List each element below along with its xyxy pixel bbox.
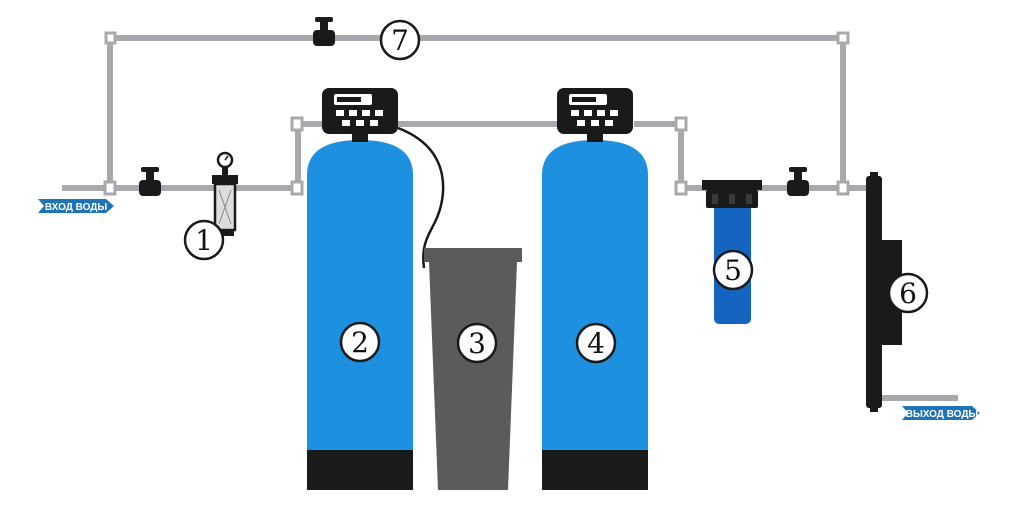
marker-1-text: 1 [195,224,213,257]
marker-6-text: 6 [899,277,917,310]
marker-3-text: 3 [468,327,486,360]
control-valve-2 [322,88,398,134]
prefilter-icon [212,151,238,236]
marker-6: 6 [887,272,929,314]
marker-2-text: 2 [351,326,369,359]
inlet-pipe [62,121,324,191]
outlet-label-text: ВЫХОД ВОДЫ [906,409,979,420]
bypass-pipe [107,35,846,188]
marker-4-text: 4 [587,327,605,360]
filter-tank-4 [542,134,648,490]
pipe-joint [836,31,850,45]
outlet-label: ВЫХОД ВОДЫ [902,406,980,420]
marker-7-text: 7 [391,24,409,57]
brine-tank-3 [424,248,522,490]
marker-3: 3 [456,322,498,364]
marker-4: 4 [575,322,617,364]
inlet-label: ВХОД ВОДЫ [38,199,114,213]
pipe-joint [103,180,117,196]
marker-1: 1 [183,219,225,261]
marker-5: 5 [712,249,754,291]
bypass-valve-icon [313,17,335,46]
marker-2: 2 [339,321,381,363]
pipe-joint [836,180,850,196]
pipe-joint [104,31,117,45]
pipe-joint [674,180,688,196]
pipe-joints [103,31,850,196]
brine-hose [397,126,445,269]
pipe-joint [674,116,688,132]
pipework [62,35,958,401]
pipe-joint [290,116,304,132]
marker-7: 7 [379,19,421,61]
outlet-valve-icon [787,167,809,196]
softener-tank-2 [307,134,413,490]
marker-5-text: 5 [724,254,742,287]
inlet-label-text: ВХОД ВОДЫ [45,202,108,213]
post-filter-pipe [634,121,872,191]
inlet-valve-icon [139,167,161,196]
control-valve-4 [557,88,633,134]
pipe-joint [290,180,304,196]
